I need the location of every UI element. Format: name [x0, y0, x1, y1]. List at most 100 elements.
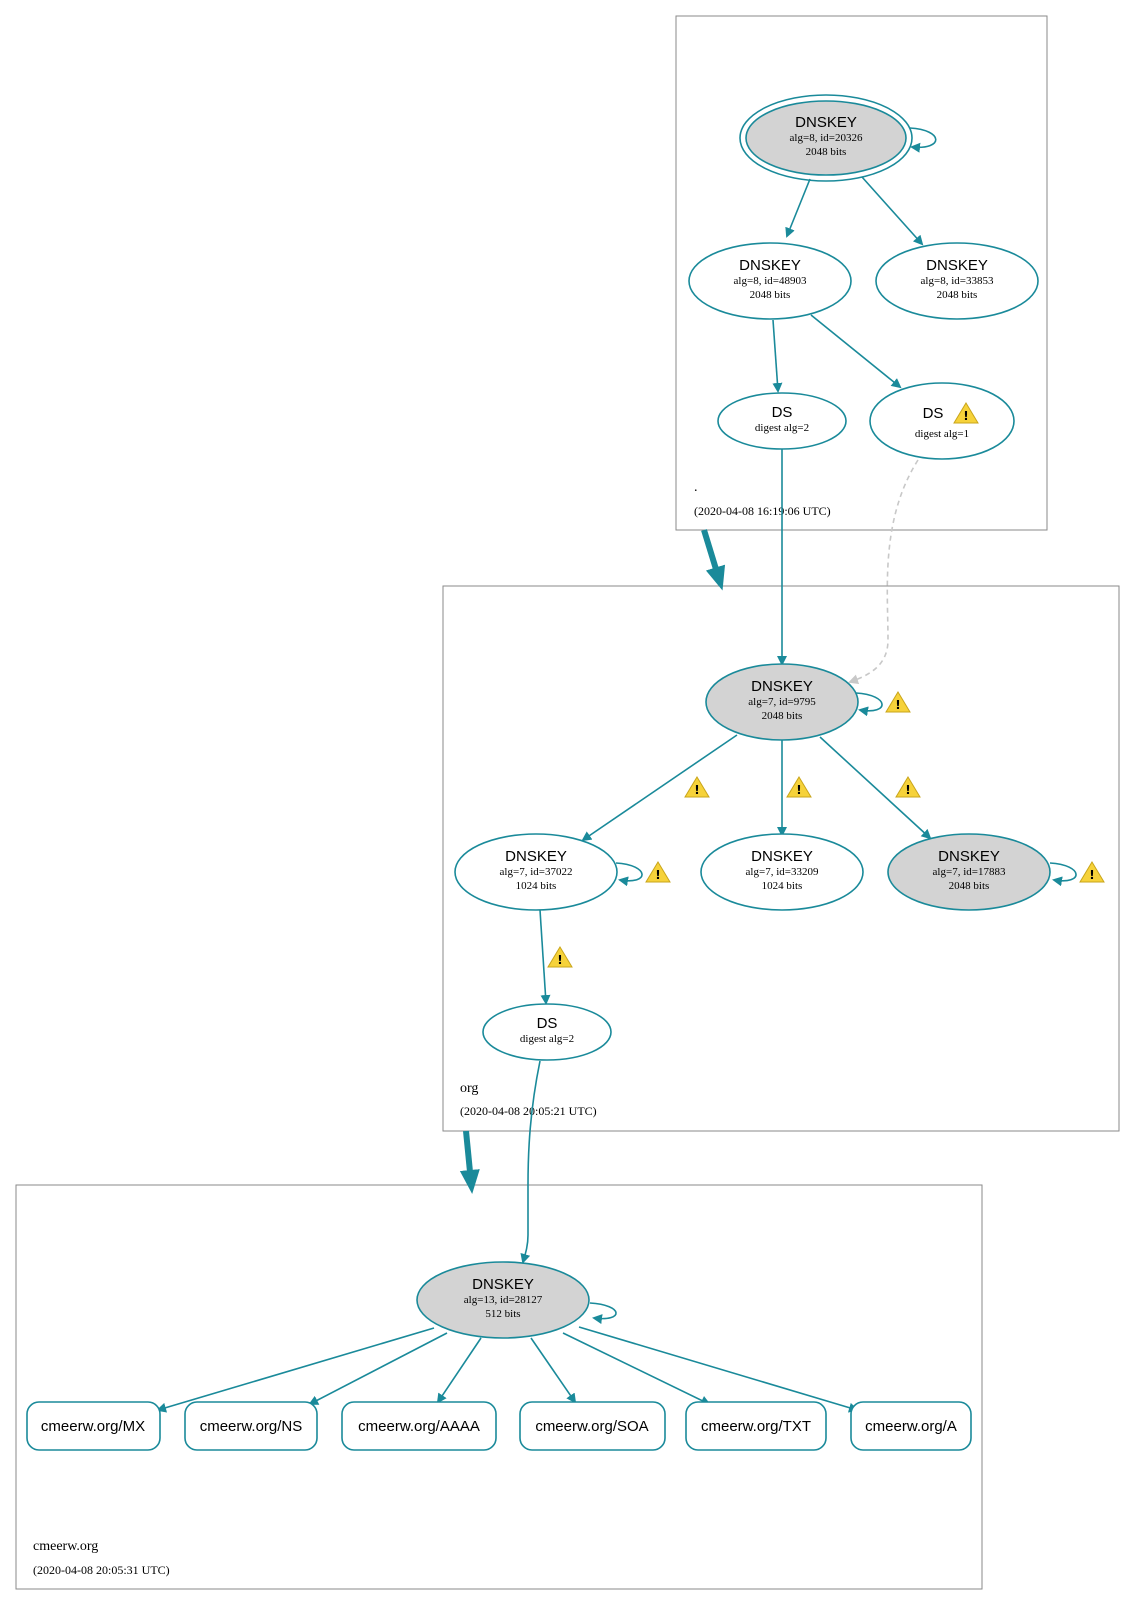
edge-rootksk-zsk2: [861, 176, 924, 246]
node-root-ds1-line1: digest alg=2: [755, 422, 809, 434]
warning-icon: !: [645, 861, 671, 883]
edge-orgksk-ksk2: [819, 736, 932, 840]
edge-cmkey-soa: [530, 1337, 577, 1404]
edge-zsk1-ds1: [772, 319, 783, 393]
zone-root-name: .: [694, 480, 698, 495]
zone-root-border: [675, 15, 1048, 531]
node-org-ksk-title: DNSKEY: [751, 678, 813, 695]
warning-icon: !: [547, 946, 573, 968]
warning-icon: !: [786, 776, 812, 798]
node-org-zsk1[interactable]: DNSKEY alg=7, id=37022 1024 bits: [454, 833, 618, 911]
node-root-zsk1-title: DNSKEY: [739, 257, 801, 274]
node-cmeerw-key-line1: alg=13, id=28127: [464, 1294, 543, 1306]
zone-cmeerw-timestamp: (2020-04-08 20:05:31 UTC): [33, 1563, 170, 1577]
node-org-zsk2-line2: 1024 bits: [762, 880, 803, 892]
node-root-zsk1-line1: alg=8, id=48903: [734, 275, 807, 287]
edge-orgds-cmkey: [520, 1060, 541, 1264]
record-mx[interactable]: cmeerw.org/MX: [26, 1401, 161, 1451]
node-root-ksk-line1: alg=8, id=20326: [790, 132, 863, 144]
warning-icon: !: [953, 402, 979, 424]
svg-text:!: !: [796, 783, 801, 797]
node-root-ds1-title: DS: [772, 404, 793, 421]
edge-orgzsk1-self: [615, 862, 643, 887]
edge-cmkey-a: [578, 1326, 859, 1413]
edge-cmkey-txt: [562, 1332, 711, 1405]
record-soa-label: cmeerw.org/SOA: [535, 1418, 648, 1435]
zone-cmeerw-name: cmeerw.org: [33, 1539, 98, 1554]
node-org-zsk2[interactable]: DNSKEY alg=7, id=33209 1024 bits: [700, 833, 864, 911]
node-org-ksk[interactable]: DNSKEY alg=7, id=9795 2048 bits: [705, 663, 859, 741]
svg-text:!: !: [963, 409, 968, 423]
edge-orgksk-self: [855, 692, 883, 717]
node-root-zsk2-title: DNSKEY: [926, 257, 988, 274]
node-root-ds2-line1: digest alg=1: [915, 428, 969, 440]
node-root-zsk2-line1: alg=8, id=33853: [921, 275, 994, 287]
node-org-ksk2-line1: alg=7, id=17883: [933, 866, 1006, 878]
record-txt[interactable]: cmeerw.org/TXT: [685, 1401, 827, 1451]
edge-cmkey-ns: [308, 1332, 448, 1405]
node-org-zsk1-line1: alg=7, id=37022: [500, 866, 573, 878]
edge-zsk1-ds2: [810, 314, 902, 389]
node-root-ksk-title: DNSKEY: [795, 114, 857, 131]
record-ns[interactable]: cmeerw.org/NS: [184, 1401, 318, 1451]
node-root-ksk[interactable]: DNSKEY alg=8, id=20326 2048 bits: [739, 94, 913, 182]
zone-cmeerw: cmeerw.org (2020-04-08 20:05:31 UTC): [15, 1184, 983, 1590]
svg-text:!: !: [905, 783, 910, 797]
warning-icon: !: [895, 776, 921, 798]
node-root-ds1[interactable]: DS digest alg=2: [717, 392, 847, 450]
edge-orgksk-zsk1: [581, 734, 738, 842]
node-root-ksk-line2: 2048 bits: [806, 146, 847, 158]
svg-text:!: !: [1089, 868, 1094, 882]
svg-text:!: !: [694, 783, 699, 797]
record-mx-label: cmeerw.org/MX: [41, 1418, 145, 1435]
edge-cmkey-mx: [156, 1327, 435, 1413]
edge-rootksk-zsk1: [785, 178, 811, 238]
zone-root: . (2020-04-08 16:19:06 UTC): [675, 15, 1048, 531]
record-a-label: cmeerw.org/A: [865, 1418, 957, 1435]
node-org-zsk1-title: DNSKEY: [505, 848, 567, 865]
node-cmeerw-key-line2: 512 bits: [485, 1308, 520, 1320]
record-aaaa-label: cmeerw.org/AAAA: [358, 1418, 480, 1435]
node-root-ds2[interactable]: DS digest alg=1 !: [869, 382, 1015, 460]
node-root-ds2-title: DS: [923, 405, 944, 422]
node-org-ds-line1: digest alg=2: [520, 1033, 574, 1045]
zone-org-timestamp: (2020-04-08 20:05:21 UTC): [460, 1104, 597, 1118]
record-txt-label: cmeerw.org/TXT: [701, 1418, 811, 1435]
node-org-ksk-line2: 2048 bits: [762, 710, 803, 722]
record-aaaa[interactable]: cmeerw.org/AAAA: [341, 1401, 497, 1451]
node-org-ksk2[interactable]: DNSKEY alg=7, id=17883 2048 bits: [887, 833, 1051, 911]
node-root-zsk1-line2: 2048 bits: [750, 289, 791, 301]
edge-orgksk2-self: [1049, 862, 1077, 887]
zone-org: org (2020-04-08 20:05:21 UTC): [442, 585, 1120, 1132]
record-soa[interactable]: cmeerw.org/SOA: [519, 1401, 666, 1451]
edge-ds2-orgksk: [848, 459, 919, 685]
warning-icon: !: [684, 776, 710, 798]
warning-icon: !: [885, 691, 911, 713]
svg-text:!: !: [655, 868, 660, 882]
edge-rootksk-self: [909, 127, 937, 153]
svg-text:!: !: [895, 698, 900, 712]
edge-zsk1-orgds: [539, 909, 551, 1005]
node-root-zsk1[interactable]: DNSKEY alg=8, id=48903 2048 bits: [688, 242, 852, 320]
node-org-zsk2-line1: alg=7, id=33209: [746, 866, 819, 878]
svg-text:!: !: [557, 953, 562, 967]
edge-cmkey-aaaa: [436, 1337, 482, 1404]
zone-root-timestamp: (2020-04-08 16:19:06 UTC): [694, 504, 831, 518]
edge-cmkey-self: [589, 1302, 617, 1325]
delegation-root-to-org: [701, 529, 726, 591]
delegation-org-to-cmeerw: [459, 1130, 480, 1194]
node-org-ksk2-line2: 2048 bits: [949, 880, 990, 892]
record-a[interactable]: cmeerw.org/A: [850, 1401, 972, 1451]
node-cmeerw-key-title: DNSKEY: [472, 1276, 534, 1293]
zone-org-name: org: [460, 1081, 478, 1096]
node-org-ds-title: DS: [537, 1015, 558, 1032]
node-org-ds[interactable]: DS digest alg=2: [482, 1003, 612, 1061]
node-org-zsk1-line2: 1024 bits: [516, 880, 557, 892]
node-root-zsk2[interactable]: DNSKEY alg=8, id=33853 2048 bits: [875, 242, 1039, 320]
zone-org-border: [442, 585, 1120, 1132]
node-root-zsk2-line2: 2048 bits: [937, 289, 978, 301]
record-ns-label: cmeerw.org/NS: [200, 1418, 303, 1435]
node-org-ksk-line1: alg=7, id=9795: [748, 696, 816, 708]
node-cmeerw-key[interactable]: DNSKEY alg=13, id=28127 512 bits: [416, 1261, 590, 1339]
